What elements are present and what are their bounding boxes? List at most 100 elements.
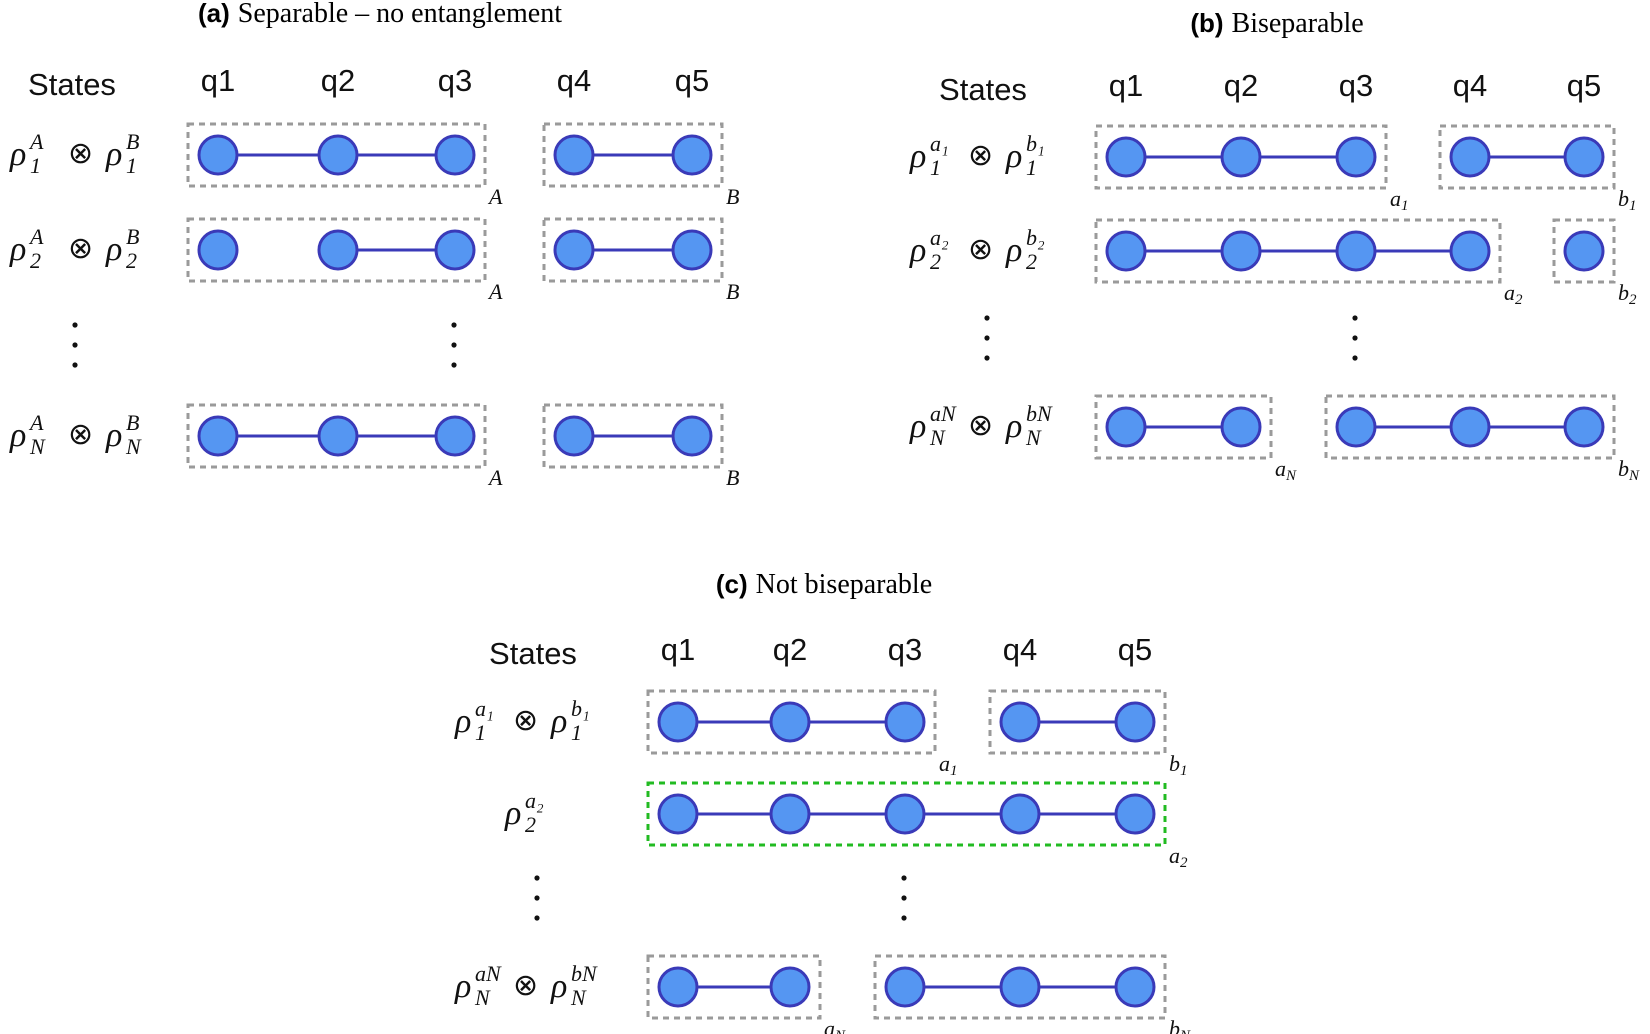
subsystem-label-base: a — [824, 1016, 835, 1034]
qubit-node-q1 — [197, 415, 239, 457]
qubit-node-q1 — [1105, 230, 1147, 272]
subsystem-box — [542, 403, 724, 469]
subsystem-box — [646, 954, 822, 1020]
state-l-base: ρ — [454, 703, 471, 740]
ellipsis-dot — [901, 895, 907, 901]
qubit-node-q5 — [1114, 701, 1156, 743]
panel-title: (c)Not biseparable — [716, 569, 932, 600]
qubit-node-q4 — [1449, 136, 1491, 178]
qubit-node-q4 — [553, 229, 595, 271]
state-l-sup: a₁ — [475, 696, 494, 721]
subsystem-label-base: a — [939, 751, 950, 776]
subsystem-label: B — [726, 279, 739, 304]
subsystem-label: a2 — [1169, 843, 1188, 871]
subsystem-label-base: b — [1618, 456, 1629, 481]
subsystem-label-base: a — [1169, 843, 1180, 868]
qubit-node-q2 — [317, 134, 359, 176]
state-l-sub: N — [474, 985, 491, 1010]
vertical-ellipsis — [451, 322, 457, 368]
state-r-base: ρ — [1005, 232, 1022, 269]
qubit-node-q3 — [1335, 230, 1377, 272]
panel-title-text: Biseparable — [1232, 8, 1364, 39]
subsystem-group: bN — [873, 954, 1191, 1034]
qubit-node-q5 — [671, 415, 713, 457]
states-header: States — [28, 67, 116, 102]
state-l-base: ρ — [9, 417, 26, 454]
subsystem-label: A — [487, 184, 503, 209]
state-l-sub: 1 — [930, 155, 941, 180]
subsystem-group: B — [542, 122, 739, 209]
panel-tag: (b) — [1190, 8, 1223, 38]
vertical-ellipsis — [984, 315, 990, 361]
qubit-node-q5 — [1563, 136, 1605, 178]
qubit-header-q5: q5 — [1567, 68, 1601, 103]
qubit-node-q4 — [1449, 406, 1491, 448]
qubit-node-q2 — [1220, 136, 1262, 178]
subsystem-label: B — [726, 184, 739, 209]
state-l-sub: 1 — [475, 720, 486, 745]
subsystem-label-base: b — [1169, 751, 1180, 776]
subsystem-label-base: a — [1390, 186, 1401, 211]
state-r-base: ρ — [550, 968, 567, 1005]
state-r-sub: 2 — [1026, 249, 1037, 274]
subsystem-label: a1 — [939, 751, 958, 779]
state-r-sup: b₁ — [1026, 131, 1045, 156]
vertical-ellipsis — [1352, 315, 1358, 361]
subsystem-label-sub: N — [1179, 1028, 1191, 1034]
qubit-node-q5 — [1114, 966, 1156, 1008]
ellipsis-dot — [72, 322, 78, 328]
state-op: ⊗ — [513, 703, 538, 738]
qubit-node-q2 — [769, 966, 811, 1008]
subsystem-label: bN — [1618, 456, 1640, 484]
state-l-base: ρ — [9, 231, 26, 268]
subsystem-box — [1438, 124, 1616, 190]
subsystem-box — [1324, 394, 1616, 460]
subsystem-label: a2 — [1504, 280, 1523, 308]
qubit-node-q1 — [1105, 406, 1147, 448]
subsystem-label-base: a — [1504, 280, 1515, 305]
subsystem-label: B — [726, 465, 739, 490]
subsystem-label-base: B — [726, 184, 739, 209]
subsystem-label-sub: 1 — [1401, 198, 1409, 214]
state-r-sup: bN — [571, 961, 598, 986]
state-r-sup: bN — [1026, 401, 1053, 426]
state-op: ⊗ — [968, 408, 993, 443]
qubit-node-q2 — [1220, 230, 1262, 272]
subsystem-label: b2 — [1618, 280, 1637, 308]
ellipsis-dot — [901, 915, 907, 921]
qubit-node-q3 — [434, 229, 476, 271]
panel-title: (b) Biseparable — [1190, 8, 1363, 39]
qubit-node-q1 — [197, 229, 239, 271]
vertical-ellipsis — [72, 322, 78, 368]
qubit-node-q1 — [197, 134, 239, 176]
state-l-base: ρ — [909, 138, 926, 175]
qubit-node-q1 — [657, 966, 699, 1008]
state-r-sup: b₁ — [571, 696, 590, 721]
subsystem-box — [1094, 394, 1273, 460]
subsystem-label-sub: 2 — [1629, 292, 1637, 308]
subsystem-group: aN — [646, 954, 846, 1034]
subsystem-group: aN — [1094, 394, 1297, 484]
state-op: ⊗ — [68, 417, 93, 452]
ellipsis-dot — [72, 342, 78, 348]
state-l-sub: 2 — [525, 812, 536, 837]
qubit-header-q4: q4 — [557, 63, 591, 98]
ellipsis-dot — [1352, 335, 1358, 341]
qubit-node-q4 — [1449, 230, 1491, 272]
ellipsis-dot — [534, 895, 540, 901]
subsystem-box — [1094, 124, 1388, 190]
state-r-sub: N — [570, 985, 587, 1010]
subsystem-label-base: B — [726, 279, 739, 304]
states-header: States — [489, 636, 577, 671]
subsystem-box — [873, 954, 1167, 1020]
state-l-base: ρ — [909, 232, 926, 269]
subsystem-label: aN — [824, 1016, 846, 1034]
